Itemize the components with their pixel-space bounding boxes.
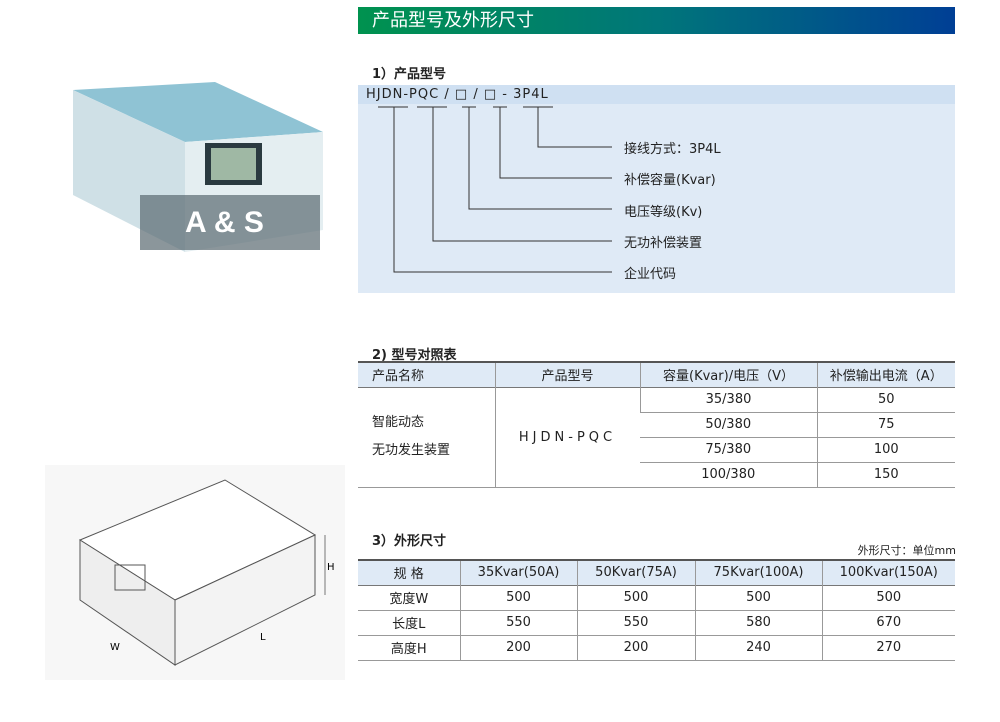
table-row: 75/380 100 xyxy=(358,437,955,462)
cell: 35/380 xyxy=(639,387,817,412)
cell: 270 xyxy=(821,635,955,660)
header: 50Kvar(75A) xyxy=(576,560,695,585)
cell: 580 xyxy=(694,610,822,635)
cell: 50 xyxy=(816,387,955,412)
cell: 长度L xyxy=(392,617,426,632)
cell: 75/380 xyxy=(705,442,752,457)
header: 产品名称 xyxy=(372,369,425,385)
section-banner: 产品型号及外形尺寸 xyxy=(358,7,955,34)
unit-note: 外形尺寸：单位mm xyxy=(857,544,956,557)
product-photo: A & S xyxy=(73,82,323,252)
product-name: 智能动态无功发生装置 xyxy=(372,415,451,458)
cell: 500 xyxy=(821,585,955,610)
header: 容量(Kvar)/电压（V） xyxy=(639,362,817,387)
header: 产品型号 xyxy=(494,362,640,387)
header: 75Kvar(100A) xyxy=(694,560,822,585)
cell: 500 xyxy=(576,585,695,610)
header: 100Kvar(150A) xyxy=(821,560,955,585)
label-capacity: 补偿容量(Kvar) xyxy=(624,173,716,188)
cell: 500 xyxy=(459,585,577,610)
cell: 670 xyxy=(821,610,955,635)
leader-lines xyxy=(378,106,612,273)
dimension-table: 规 格 35Kvar(50A) 50Kvar(75A) 75Kvar(100A)… xyxy=(358,559,955,661)
header: 35Kvar(50A) xyxy=(459,560,577,585)
header: 补偿输出电流（A） xyxy=(816,362,955,387)
model-code-diagram: HJDN-PQC / □ / □ - 3P4L 接线方式：3P4L 补偿容量(K… xyxy=(358,85,955,293)
cell: 宽度W xyxy=(389,592,429,607)
cell: 550 xyxy=(459,610,577,635)
cell: 500 xyxy=(694,585,822,610)
dimension-drawing: H W L xyxy=(45,465,345,680)
label-type: 无功补偿装置 xyxy=(624,236,703,251)
cell: 200 xyxy=(576,635,695,660)
product-model: HJDN-PQC xyxy=(494,387,640,487)
table-row: 100/380 150 xyxy=(358,462,955,487)
label-voltage: 电压等级(Kv) xyxy=(624,205,703,220)
cell: 200 xyxy=(459,635,577,660)
label-wiring: 接线方式：3P4L xyxy=(624,142,721,157)
header: 规 格 xyxy=(393,567,424,583)
cell: 150 xyxy=(816,462,955,487)
cell: 50/380 xyxy=(705,417,752,432)
width-label: W xyxy=(110,642,120,653)
label-company: 企业代码 xyxy=(624,267,677,282)
section3-title: 3）外形尺寸 xyxy=(372,534,447,549)
length-label: L xyxy=(260,632,266,643)
cell: 240 xyxy=(694,635,822,660)
model-code: HJDN-PQC / □ / □ - 3P4L xyxy=(358,85,955,104)
section2-title: 2) 型号对照表 xyxy=(372,348,457,363)
cell: 550 xyxy=(576,610,695,635)
cell: 75 xyxy=(816,412,955,437)
section1-title: 1）产品型号 xyxy=(372,67,447,82)
cell: 高度H xyxy=(390,642,427,657)
cell: 100/380 xyxy=(701,467,756,482)
model-table: 产品名称 产品型号 容量(Kvar)/电压（V） 补偿输出电流（A） 智能动态无… xyxy=(358,361,955,488)
table-row: 50/380 75 xyxy=(358,412,955,437)
height-label: H xyxy=(327,562,335,573)
product-logo: A & S xyxy=(185,206,264,239)
cell: 100 xyxy=(816,437,955,462)
